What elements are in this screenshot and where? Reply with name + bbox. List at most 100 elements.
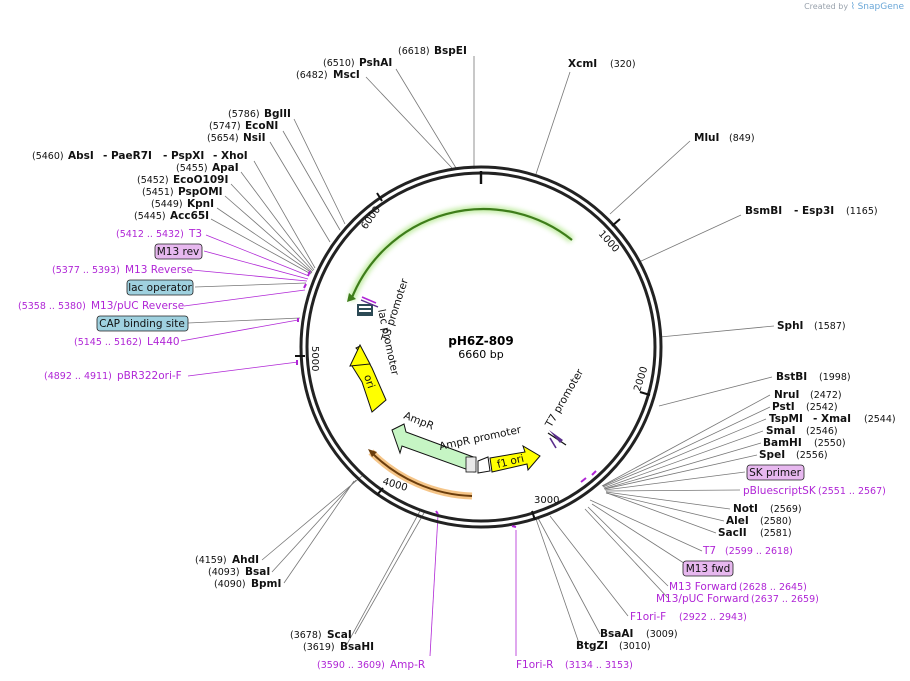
enzyme-ecoo109i-pos: (5452) bbox=[137, 175, 169, 186]
enzyme-xcmi-pos: (320) bbox=[610, 59, 636, 70]
enzyme-ahdi: AhdI bbox=[232, 554, 259, 566]
primer-m13puc-forward-pos: (2637 .. 2659) bbox=[751, 594, 819, 605]
tick-1000 bbox=[611, 218, 621, 227]
primer-pbr322-pos: (4892 .. 4911) bbox=[44, 371, 112, 382]
enzyme-smai: SmaI bbox=[766, 425, 796, 437]
enzyme-esp3i: - Esp3I bbox=[794, 205, 834, 217]
snapgene-logo: ⌇ bbox=[850, 2, 856, 12]
leader-m13puc-forward bbox=[584, 508, 669, 599]
enzyme-noti: NotI bbox=[733, 503, 758, 515]
leader-bsai bbox=[271, 479, 357, 573]
tick-label-5000: 5000 bbox=[309, 346, 320, 371]
primer-amp-r: Amp-R bbox=[390, 659, 425, 671]
primer-m13forward: M13 Forward bbox=[669, 581, 737, 593]
enzyme-sacii-pos: (2581) bbox=[760, 528, 792, 539]
leader-pbluescript bbox=[605, 489, 741, 492]
primer-m13forward-pos: (2628 .. 2645) bbox=[739, 582, 807, 593]
leader-sacii bbox=[606, 492, 717, 534]
primer-pbluescriptsk-pos: (2551 .. 2567) bbox=[818, 486, 886, 497]
mark-t3 bbox=[307, 270, 311, 277]
enzyme-bstbi: BstBI bbox=[776, 371, 807, 383]
leader-m13reverse bbox=[191, 269, 308, 282]
leader-pspomi bbox=[224, 195, 313, 273]
tick-label-3000: 3000 bbox=[534, 495, 559, 506]
primer-m13reverse-pos: (5377 .. 5393) bbox=[52, 265, 120, 276]
leader-nrui bbox=[601, 394, 771, 487]
primer-m13puc-reverse: M13/pUC Reverse bbox=[91, 300, 184, 312]
leader-t7 bbox=[589, 499, 703, 552]
enzyme-alei-pos: (2580) bbox=[760, 516, 792, 527]
enzyme-xmai: - XmaI bbox=[813, 413, 851, 425]
tick-marks bbox=[295, 192, 651, 521]
credit-brand: SnapGene bbox=[857, 2, 904, 12]
leader-bsaai bbox=[537, 517, 601, 635]
enzyme-xcmi: XcmI bbox=[568, 58, 597, 70]
leader-m13puc-reverse bbox=[183, 289, 306, 307]
enzyme-nsii: NsiI bbox=[243, 132, 266, 144]
enzyme-bamhi: BamHI bbox=[763, 437, 802, 449]
enzyme-pspomi: PspOMI bbox=[178, 186, 223, 198]
enzyme-bsmbi-pos: (1165) bbox=[846, 206, 878, 217]
tick-label-1000: 1000 bbox=[596, 229, 621, 255]
enzyme-econi-pos: (5747) bbox=[209, 121, 241, 132]
enzyme-pspomi-pos: (5451) bbox=[142, 187, 174, 198]
f1ori-arrow bbox=[489, 444, 541, 473]
enzyme-tspmi-pos: (2544) bbox=[864, 414, 896, 425]
leader-t3 bbox=[205, 234, 310, 277]
enzyme-bsahi-pos: (3619) bbox=[303, 642, 335, 653]
leader-bsahi bbox=[345, 510, 421, 647]
leader-econi bbox=[282, 130, 341, 231]
primer-l4440: L4440 bbox=[147, 336, 180, 348]
leader-psti bbox=[602, 406, 771, 487]
enzyme-absi: AbsI bbox=[68, 150, 94, 162]
leader-sk bbox=[604, 471, 746, 491]
leader-amp-r bbox=[429, 514, 439, 657]
leader-noti bbox=[605, 491, 731, 510]
enzyme-pshai-pos: (6510) bbox=[323, 58, 355, 69]
sk-primer-box bbox=[746, 464, 805, 481]
leader-pbr322 bbox=[187, 361, 299, 377]
leader-m13rev bbox=[203, 250, 309, 280]
leader-acc65i bbox=[210, 218, 312, 275]
primer-pbr322: pBR322ori-F bbox=[117, 370, 182, 382]
mark-t7 bbox=[591, 470, 597, 476]
t7-promoter-mark bbox=[547, 430, 567, 449]
enzyme-smai-pos: (2546) bbox=[806, 426, 838, 437]
leader-lacop bbox=[194, 282, 307, 288]
leader-l4440 bbox=[180, 319, 299, 342]
enzyme-pspxi: - PspXI bbox=[163, 150, 204, 162]
enzyme-sacii: SacII bbox=[718, 527, 747, 539]
primer-t3: T3 bbox=[188, 228, 202, 240]
enzyme-nsii-pos: (5654) bbox=[207, 133, 239, 144]
enzyme-mlui-pos: (849) bbox=[729, 133, 755, 144]
leader-lines bbox=[180, 56, 775, 657]
primer-f1ori-r-pos: (3134 .. 3153) bbox=[565, 660, 633, 671]
leader-msci bbox=[365, 76, 453, 169]
leader-bglii bbox=[293, 118, 346, 225]
ampr-promoter-arrow bbox=[477, 456, 491, 474]
enzyme-bspei-pos: (6618) bbox=[398, 46, 430, 57]
enzyme-econi: EcoNI bbox=[245, 120, 278, 132]
enzyme-kpni-pos: (5449) bbox=[151, 199, 183, 210]
primer-f1ori-f-pos: (2922 .. 2943) bbox=[679, 612, 747, 623]
leader-tspmi bbox=[602, 418, 767, 488]
enzyme-absi-pos: (5460) bbox=[32, 151, 64, 162]
t3-promoter-mark bbox=[357, 296, 379, 316]
leader-cap bbox=[187, 317, 301, 324]
leader-ahdi bbox=[261, 475, 363, 561]
enzyme-paer7i: - PaeR7I bbox=[103, 150, 152, 162]
enzyme-ecoo109i: EcoO109I bbox=[173, 174, 228, 186]
leader-m13fwd bbox=[591, 503, 691, 568]
enzyme-bglii-pos: (5786) bbox=[228, 109, 260, 120]
primer-m13puc-reverse-pos: (5358 .. 5380) bbox=[18, 301, 86, 312]
primer-labels: (5412 .. 5432) T3 (5377 .. 5393) M13 Rev… bbox=[18, 228, 886, 671]
leader-pshai bbox=[395, 68, 457, 169]
enzyme-bspei: BspEI bbox=[434, 45, 467, 57]
tick-label-2000: 2000 bbox=[632, 365, 650, 393]
mark-f1ori-r bbox=[511, 525, 517, 528]
enzyme-psti: PstI bbox=[772, 401, 795, 413]
cap-label: CAP binding site bbox=[99, 318, 185, 330]
enzyme-btgzi: BtgZI bbox=[576, 640, 608, 652]
ori-arrowhead bbox=[349, 343, 371, 367]
